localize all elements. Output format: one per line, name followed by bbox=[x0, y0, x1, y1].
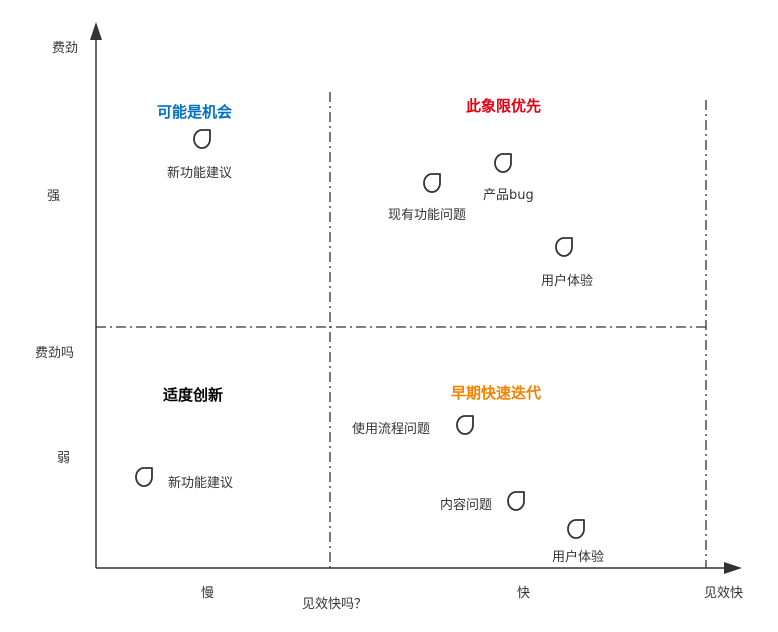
y-axis-arrow bbox=[90, 22, 102, 40]
quadrant-title-bottom-right: 早期快速迭代 bbox=[451, 384, 542, 402]
y-axis-question-label: 费劲吗 bbox=[35, 346, 75, 361]
x-axis-title: 见效快 bbox=[704, 586, 744, 601]
y-axis-weak-label: 弱 bbox=[57, 451, 71, 466]
item-label-bl-new-feature: 新功能建议 bbox=[168, 476, 234, 491]
item-label-tr-existing-issue: 现有功能问题 bbox=[388, 208, 467, 223]
item-label-br-user-experience: 用户体验 bbox=[552, 550, 605, 565]
leaf-tag-icon bbox=[135, 467, 153, 487]
x-axis-arrow bbox=[724, 562, 742, 574]
leaf-tag-icon bbox=[494, 153, 512, 173]
y-axis-strong-label: 强 bbox=[47, 189, 61, 204]
quadrant-title-top-right: 此象限优先 bbox=[466, 97, 542, 115]
item-label-tr-product-bug: 产品bug bbox=[483, 188, 534, 203]
item-label-tr-user-experience: 用户体验 bbox=[541, 274, 594, 289]
item-label-tl-new-feature: 新功能建议 bbox=[167, 166, 233, 181]
x-axis-slow-label: 慢 bbox=[201, 586, 215, 601]
item-label-br-content-issue: 内容问题 bbox=[440, 498, 493, 513]
x-axis-fast-label: 快 bbox=[517, 586, 531, 601]
leaf-tag-icon bbox=[555, 237, 573, 257]
y-axis-title: 费劲 bbox=[52, 41, 79, 56]
x-axis-question-label: 见效快吗？ bbox=[302, 597, 368, 612]
leaf-tag-icon bbox=[456, 415, 474, 435]
leaf-tag-icon bbox=[423, 173, 441, 193]
leaf-tag-icon bbox=[193, 129, 211, 149]
item-label-br-flow-issue: 使用流程问题 bbox=[352, 422, 431, 437]
quadrant-title-top-left: 可能是机会 bbox=[157, 103, 233, 121]
leaf-tag-icon bbox=[507, 491, 525, 511]
quadrant-title-bottom-left: 适度创新 bbox=[163, 386, 224, 404]
leaf-tag-icon bbox=[567, 519, 585, 539]
